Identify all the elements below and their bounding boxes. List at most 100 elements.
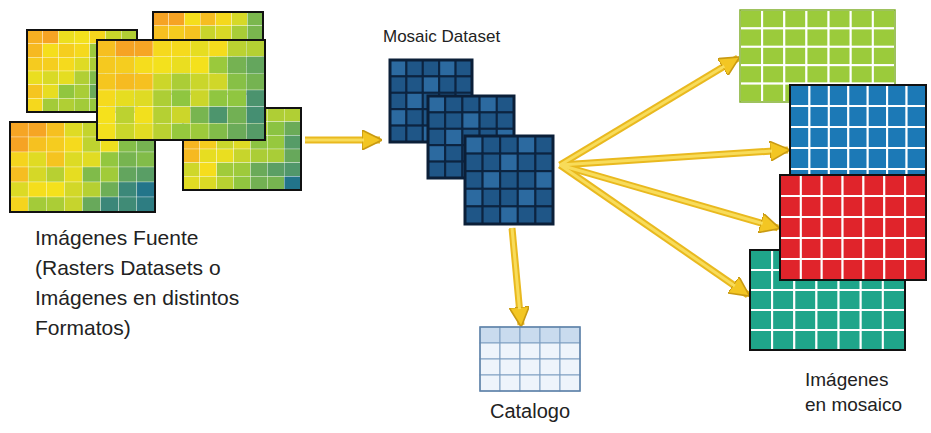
grid-cell — [445, 145, 462, 161]
grid-cell — [868, 127, 887, 148]
grid-cell — [46, 152, 64, 167]
grid-cell — [887, 127, 906, 148]
grid-cell — [406, 76, 422, 92]
grid-cell — [267, 163, 284, 177]
grid-cell — [809, 148, 828, 169]
grid-cell — [540, 375, 560, 391]
grid-cell — [518, 189, 536, 207]
node-label: Imágenes Fuente (Rasters Datasets o Imág… — [35, 0, 265, 343]
grid-cell — [209, 57, 228, 74]
grid-cell — [284, 163, 301, 177]
grid-cell — [250, 149, 267, 163]
grid-cell — [209, 40, 228, 57]
grid-cell — [483, 154, 501, 172]
grid-cell — [172, 107, 191, 124]
grid-cell — [119, 182, 137, 197]
grid-cell — [183, 176, 200, 190]
grid-cell — [228, 40, 247, 57]
arrow-highlight — [560, 165, 763, 224]
grid-cell — [200, 149, 217, 163]
image-group: Imágenes en mosaico — [735, 5, 931, 431]
grid-cell — [750, 290, 772, 310]
grid-cell — [267, 149, 284, 163]
arrow-highlight — [512, 228, 520, 309]
grid-cell — [153, 40, 172, 57]
grid-cell — [863, 238, 884, 259]
grid-cell — [500, 327, 520, 343]
grid-cell — [829, 127, 848, 148]
grid-cell — [456, 76, 472, 92]
grid-cell — [780, 259, 801, 280]
grid-cell — [74, 57, 90, 71]
grid-cell — [390, 76, 406, 92]
grid-cell — [497, 112, 514, 128]
grid-cell — [843, 217, 864, 238]
grid-border — [750, 250, 905, 350]
grid-cell — [560, 359, 580, 375]
grid-cell — [247, 12, 263, 26]
grid-cell — [43, 57, 59, 71]
grid-cell — [406, 60, 422, 76]
grid-cell — [483, 189, 501, 207]
grid-cell — [887, 148, 906, 169]
grid-cell — [848, 106, 867, 127]
grid-cell — [873, 47, 895, 65]
grid-cell — [794, 330, 816, 350]
flow-arrow — [560, 58, 788, 295]
grid-cell — [873, 28, 895, 46]
grid-cell — [27, 57, 43, 71]
grid-cell — [801, 217, 822, 238]
grid-cell — [839, 290, 861, 310]
grid-cell — [750, 270, 772, 290]
grid-cell — [228, 73, 247, 90]
grid-cell — [535, 154, 553, 172]
arrow-shaft — [560, 150, 788, 165]
grid-cell — [46, 197, 64, 212]
grid-cell — [806, 10, 828, 28]
grid-cell — [46, 137, 64, 152]
grid-cell — [560, 327, 580, 343]
grid-cell — [535, 136, 553, 154]
grid-cell — [740, 65, 762, 83]
grid-cell — [200, 176, 217, 190]
grid-cell — [806, 28, 828, 46]
grid-cell — [790, 148, 809, 169]
grid-cell — [246, 123, 265, 140]
grid-cell — [907, 106, 926, 127]
grid-cell — [780, 217, 801, 238]
arrow-highlight — [560, 165, 735, 286]
grid-cell — [58, 71, 74, 85]
grid-cell — [43, 85, 59, 99]
grid-cell — [868, 148, 887, 169]
grid-cell — [822, 175, 843, 196]
grid-cell — [58, 98, 74, 112]
grid-cell — [829, 65, 851, 83]
grid-cell — [28, 182, 46, 197]
grid-cell — [116, 123, 135, 140]
grid-cell — [905, 238, 926, 259]
grid-border — [480, 327, 580, 391]
grid-cell — [234, 149, 251, 163]
grid-cell — [762, 84, 784, 102]
grid-cell — [101, 167, 119, 182]
grid-cell — [851, 10, 873, 28]
flow-arrow — [512, 228, 521, 325]
grid-cell — [246, 107, 265, 124]
mosaic-dataset-layer — [465, 136, 553, 224]
grid-cell — [772, 330, 794, 350]
image-group: Imágenes Fuente (Rasters Datasets o Imág… — [0, 0, 305, 347]
grid-cell — [190, 40, 209, 57]
grid-cell — [58, 30, 74, 44]
grid-cell — [851, 28, 873, 46]
grid-cell — [390, 109, 406, 125]
grid-cell — [10, 152, 28, 167]
grid-cell — [439, 60, 455, 76]
grid-cell — [822, 217, 843, 238]
grid-cell — [465, 136, 483, 154]
arrow-shaft — [305, 137, 380, 144]
grid-cell — [445, 112, 462, 128]
grid-cell — [535, 171, 553, 189]
grid-cell — [134, 90, 153, 107]
grid-cell — [284, 135, 301, 149]
grid-cell — [907, 85, 926, 106]
